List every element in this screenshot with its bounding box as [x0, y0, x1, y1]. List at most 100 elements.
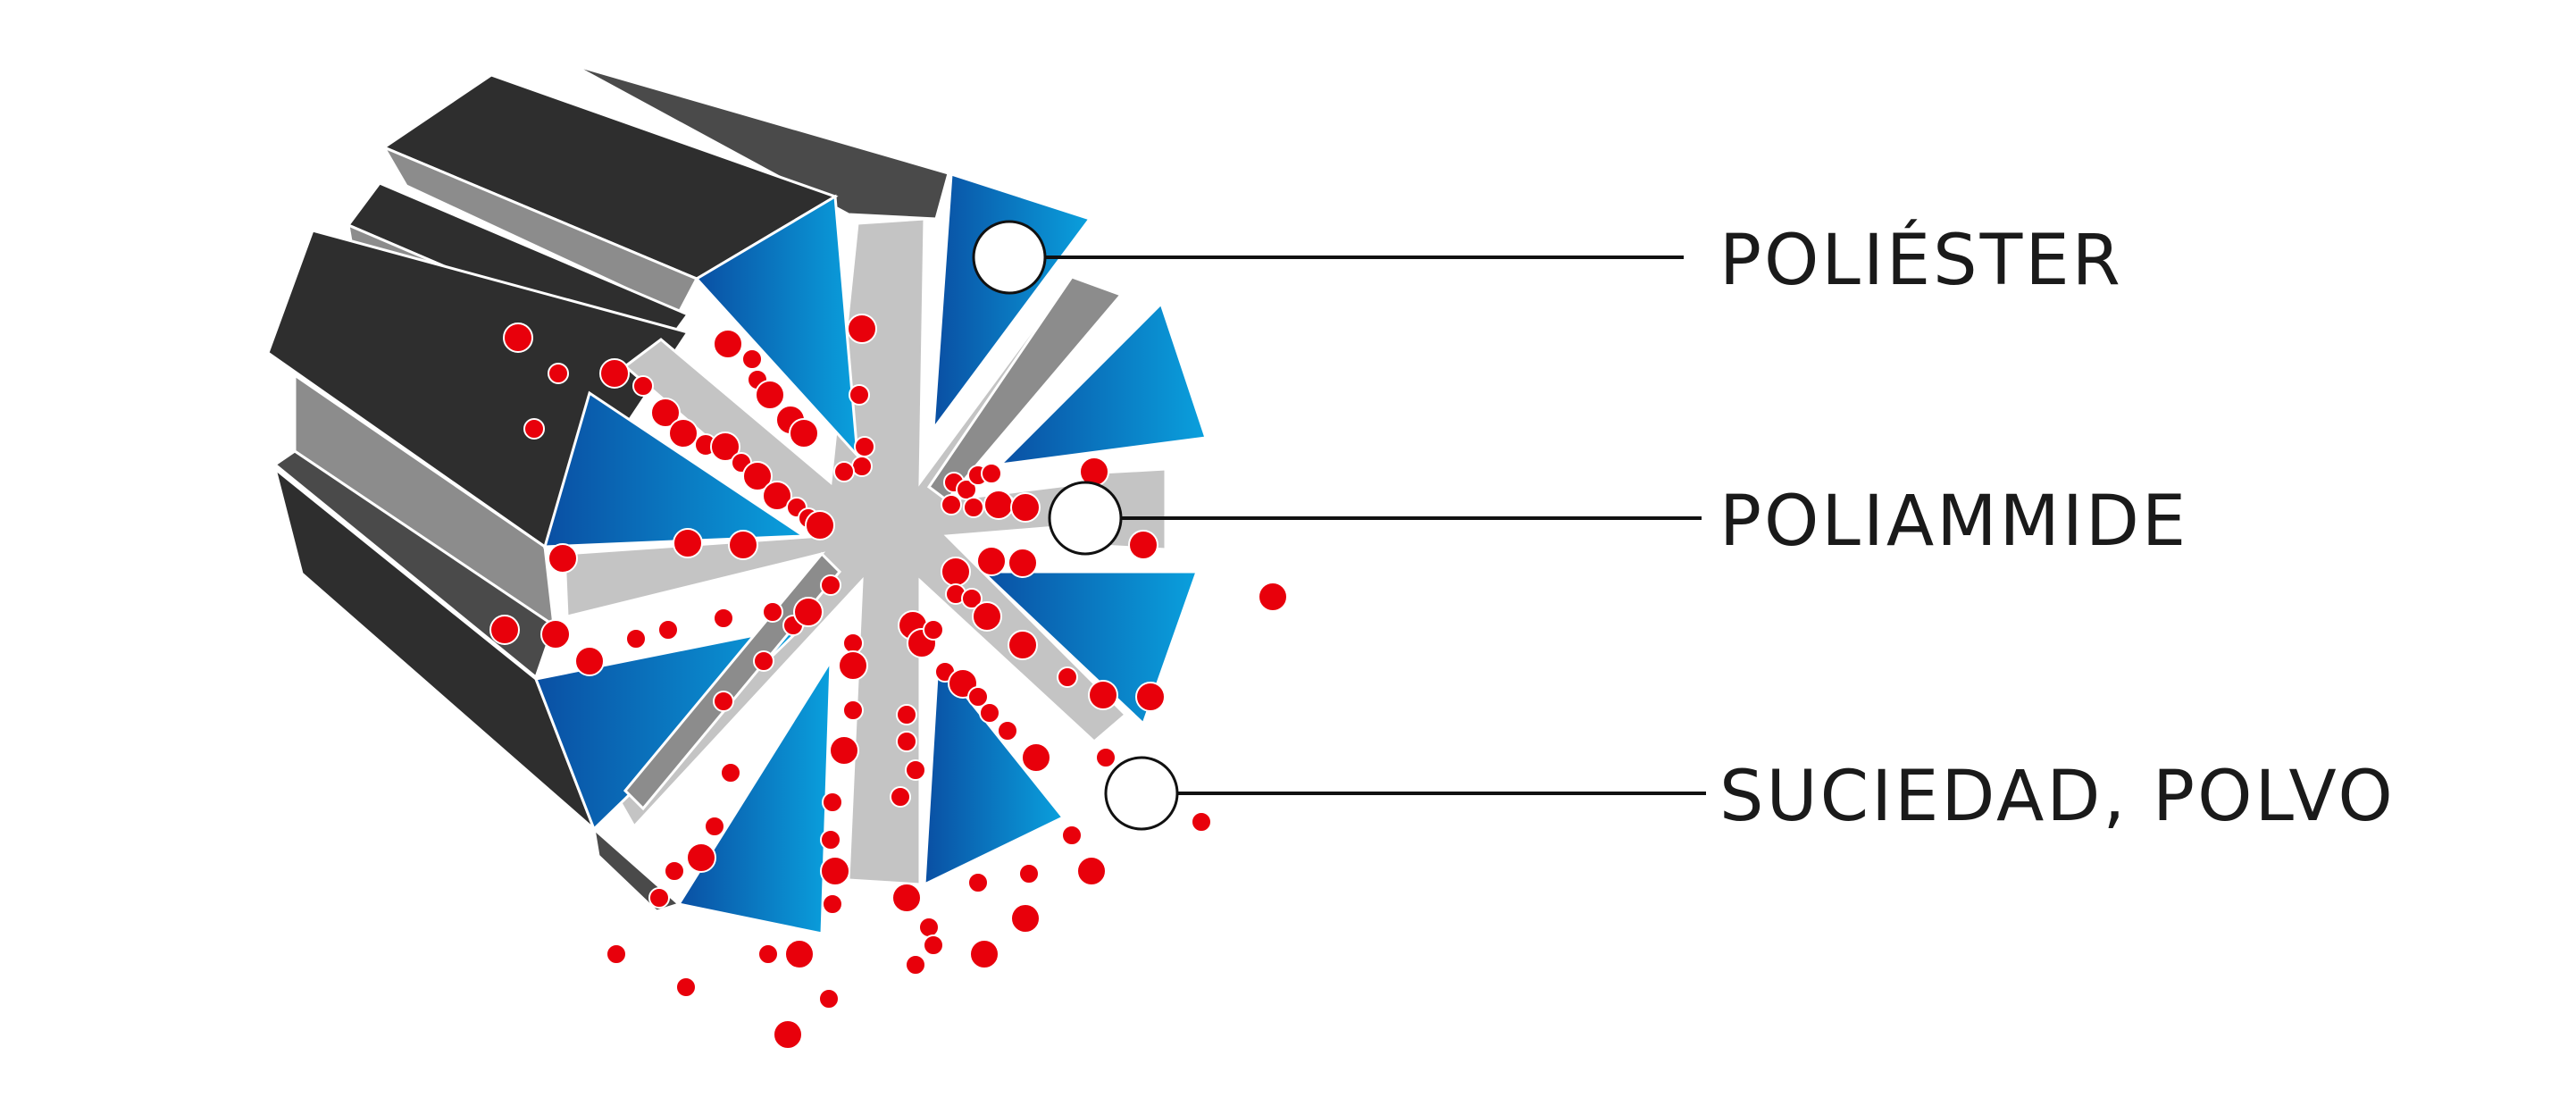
- dirt-particle: [805, 510, 835, 540]
- dirt-particle: [675, 976, 697, 998]
- dirt-particle: [1128, 530, 1158, 560]
- dirt-particle: [632, 375, 654, 397]
- dirt-particle: [762, 481, 792, 511]
- dirt-particle: [1076, 856, 1107, 886]
- dirt-particle: [842, 633, 864, 654]
- dirt-particle: [822, 792, 843, 813]
- dirt-particle: [1061, 825, 1083, 846]
- dirt-particle: [1258, 582, 1288, 612]
- dirt-particle: [1057, 666, 1078, 688]
- dirt-particle: [818, 988, 840, 1010]
- dirt-particle: [896, 731, 917, 752]
- dirt-particle: [822, 893, 843, 915]
- dirt-particle: [923, 619, 944, 641]
- label-dirt-text: SUCIEDAD, POLVO: [1719, 757, 2396, 837]
- dirt-particle: [842, 700, 864, 721]
- dirt-particle: [720, 762, 741, 783]
- dirt-particle: [1008, 630, 1038, 660]
- dirt-particle: [983, 490, 1014, 520]
- label-polyester-text: POLIÉSTER: [1719, 219, 2123, 301]
- dirt-particle: [847, 314, 877, 344]
- dirt-particle: [713, 329, 743, 359]
- dirt-particle: [664, 860, 685, 882]
- dirt-particle: [1008, 548, 1038, 578]
- dirt-particle: [820, 829, 841, 850]
- dirt-particle: [668, 418, 698, 448]
- dirt-particle: [997, 720, 1018, 742]
- dirt-particle: [833, 461, 855, 482]
- dirt-particle: [753, 650, 774, 672]
- dirt-particle: [851, 456, 873, 477]
- dirt-particle: [742, 461, 773, 491]
- dirt-particle: [793, 597, 824, 627]
- dirt-particle: [967, 872, 989, 893]
- dirt-particle: [969, 939, 999, 969]
- dirt-particle: [540, 619, 571, 649]
- dirt-particle: [820, 574, 841, 596]
- dirt-particle: [1135, 682, 1166, 712]
- dirt-particle: [976, 546, 1007, 576]
- label-polyester: POLIÉSTER: [972, 219, 2123, 301]
- dirt-particle: [789, 418, 819, 448]
- dirt-particle: [548, 363, 569, 384]
- dirt-particle: [710, 432, 740, 462]
- dirt-particle: [1088, 680, 1118, 710]
- dirt-particle: [625, 628, 647, 649]
- dirt-particle: [972, 601, 1002, 632]
- dirt-particle: [728, 530, 758, 560]
- dirt-particle: [941, 557, 971, 587]
- dirt-particle: [606, 943, 627, 965]
- dirt-particle: [648, 887, 670, 909]
- dirt-particle: [713, 607, 734, 629]
- dirt-particle: [905, 954, 926, 976]
- labels: POLIÉSTER POLIAMMIDE SUCIEDAD, POLVO: [972, 219, 2396, 837]
- marker-polyester: [972, 220, 1047, 295]
- label-dirt: SUCIEDAD, POLVO: [1104, 756, 2396, 837]
- label-polyamide-text: POLIAMMIDE: [1719, 482, 2188, 562]
- dirt-particle: [820, 856, 850, 886]
- polyester-wedge-right-upper: [996, 301, 1208, 467]
- polyester-wedge-top-right: [932, 172, 1092, 434]
- dirt-particle: [941, 494, 962, 515]
- dirt-particle: [956, 479, 977, 500]
- dirt-particle: [896, 704, 917, 725]
- dirt-particle: [829, 735, 859, 766]
- marker-polyamide: [1048, 481, 1123, 556]
- dirt-particle: [1018, 863, 1040, 884]
- dirt-particle: [854, 436, 875, 457]
- dirt-particle: [773, 1019, 803, 1050]
- dirt-particle: [838, 650, 868, 681]
- dirt-particle: [1010, 903, 1041, 934]
- dirt-particle: [905, 759, 926, 781]
- dirt-particle: [923, 934, 944, 956]
- dirt-particle: [657, 619, 679, 641]
- dirt-particle: [1191, 811, 1212, 833]
- dirt-particle: [673, 528, 703, 558]
- dirt-particle: [890, 786, 911, 808]
- dirt-particle: [599, 358, 630, 389]
- dirt-particle: [755, 380, 785, 410]
- dirt-particle: [891, 883, 922, 913]
- dirt-particle: [741, 348, 763, 370]
- dirt-particle: [1021, 742, 1051, 773]
- dirt-particle: [503, 323, 533, 353]
- dirt-particle: [713, 691, 734, 712]
- dirt-particle: [961, 588, 983, 609]
- dirt-particle: [650, 398, 681, 428]
- dirt-particle: [686, 842, 716, 873]
- dirt-particle: [967, 686, 989, 708]
- dirt-particle: [1010, 492, 1041, 523]
- dirt-particles: [489, 314, 1288, 1050]
- fiber-back-top-face: [571, 63, 950, 221]
- polyester-wedge-top: [694, 194, 859, 460]
- dirt-particle: [757, 943, 779, 965]
- dirt-particle: [918, 917, 940, 938]
- polyester-wedge-bottom-right: [923, 658, 1066, 887]
- dirt-particle: [574, 646, 605, 676]
- dirt-particle: [762, 601, 783, 623]
- fiber-body: [266, 63, 1208, 935]
- label-polyamide: POLIAMMIDE: [1048, 481, 2188, 562]
- dirt-particle: [704, 816, 725, 837]
- dirt-particle: [548, 543, 578, 574]
